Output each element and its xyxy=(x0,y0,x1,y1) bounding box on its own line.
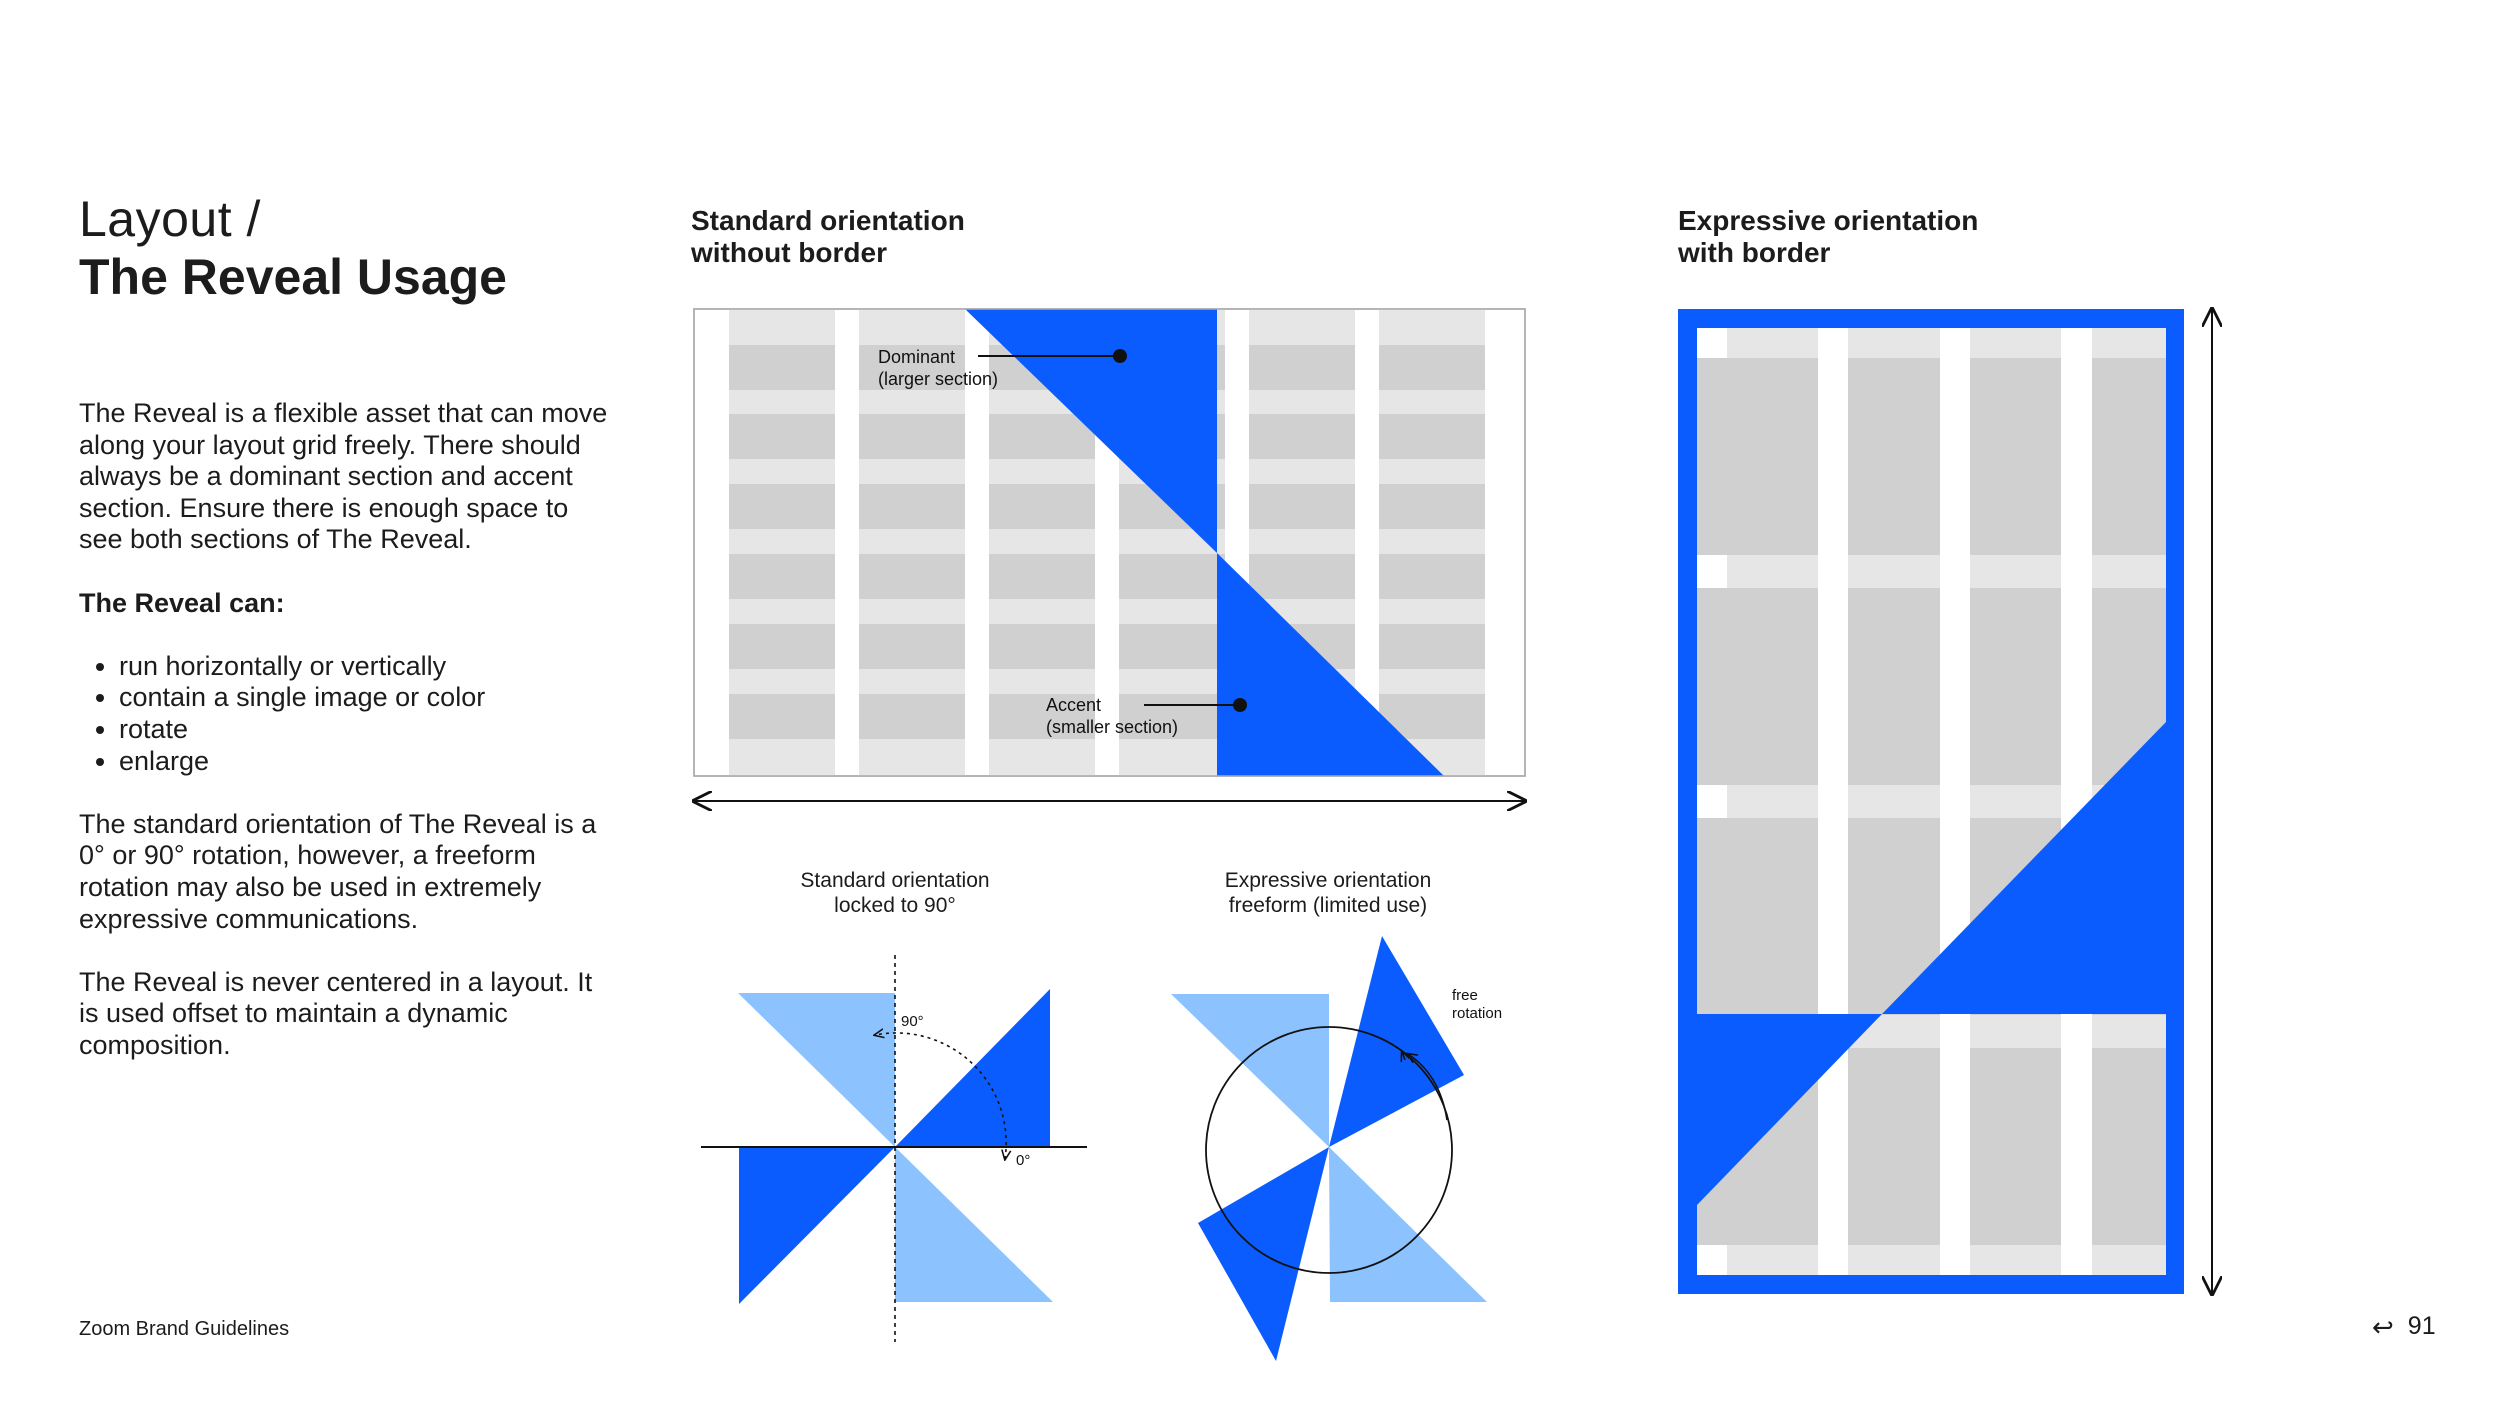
dominant-callout xyxy=(978,349,1127,363)
expressive-orientation-heading: Expressive orientation with border xyxy=(1678,205,1979,268)
standard-rotation-caption: Standard orientation locked to 90° xyxy=(800,869,990,917)
standard-rotation-diagram xyxy=(701,955,1087,1342)
accent-sublabel: (smaller section) xyxy=(1046,717,1178,737)
footer-brand: Zoom Brand Guidelines xyxy=(79,1318,290,1340)
list-item: contain a single image or color xyxy=(119,682,619,714)
expressive-rotation-caption: Expressive orientation freeform (limited… xyxy=(1224,869,1432,917)
page-title: The Reveal Usage xyxy=(79,249,507,305)
angle-90-label: 90° xyxy=(901,1013,924,1030)
expressive-rotation-diagram xyxy=(1171,936,1487,1361)
dominant-label: Dominant xyxy=(878,347,955,367)
standard-reveal-grid xyxy=(693,308,1526,777)
accent-section-shape xyxy=(1217,553,1444,776)
dominant-sublabel: (larger section) xyxy=(878,369,998,389)
free-rotation-label: free xyxy=(1452,987,1478,1004)
accent-label: Accent xyxy=(1046,695,1101,715)
list-item: run horizontally or vertically xyxy=(119,651,619,683)
standard-orientation-heading: Standard orientation without border xyxy=(691,205,965,268)
capability-list: run horizontally or vertically contain a… xyxy=(79,651,619,777)
angle-0-label: 0° xyxy=(1016,1152,1030,1169)
footer-page-nav: ↩ 91 xyxy=(2372,1312,2436,1341)
dominant-section-shape xyxy=(965,309,1217,553)
intro-paragraph: The Reveal is a flexible asset that can … xyxy=(79,398,608,555)
free-rotation-sublabel: rotation xyxy=(1452,1005,1502,1022)
body-text: The Reveal is a flexible asset that can … xyxy=(79,398,619,1093)
accent-callout xyxy=(1144,698,1247,712)
page-number: 91 xyxy=(2407,1312,2436,1340)
expressive-reveal-panel xyxy=(1678,309,2184,1294)
can-heading: The Reveal can: xyxy=(79,587,285,618)
list-item: rotate xyxy=(119,714,619,746)
page-title-prefix: Layout / xyxy=(79,191,261,247)
offset-paragraph: The Reveal is never centered in a layout… xyxy=(79,966,593,1060)
orientation-paragraph: The standard orientation of The Reveal i… xyxy=(79,808,597,934)
list-item: enlarge xyxy=(119,746,619,778)
return-arrow-icon[interactable]: ↩ xyxy=(2372,1311,2394,1342)
